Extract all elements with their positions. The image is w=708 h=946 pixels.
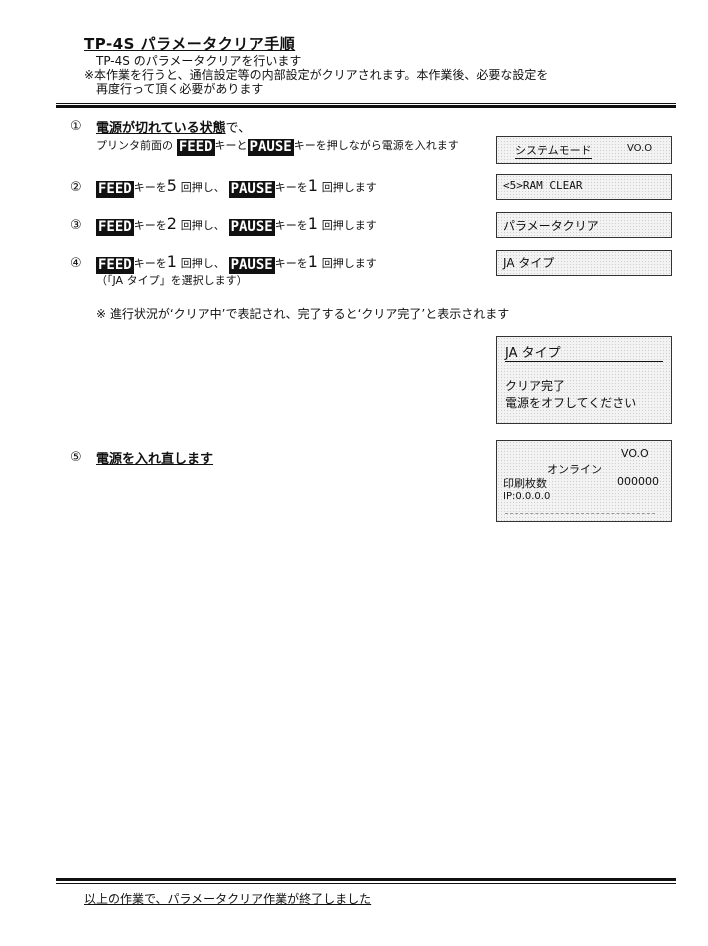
online-lcd-dashed-line: [505, 513, 655, 514]
online-lcd-version: VO.O: [621, 447, 649, 460]
step-1-lcd: システムモード VO.O: [496, 136, 672, 164]
step-3-lcd-text: パラメータクリア: [503, 219, 599, 233]
step-1-heading-row: 電源が切れている状態で、: [96, 117, 251, 136]
intro-line-3: 再度行って頂く必要があります: [96, 82, 264, 96]
completion-lcd-title: JA タイプ: [505, 342, 663, 362]
step-2-lcd: <5>RAM CLEAR: [496, 174, 672, 200]
step-5-number: ⑤: [70, 450, 82, 465]
footer-divider-thin: [56, 883, 676, 884]
step-2-number: ②: [70, 180, 82, 195]
step-3-lcd: パラメータクリア: [496, 212, 672, 238]
step-3-feed-count: 2: [166, 214, 177, 233]
online-lcd-count-value: 000000: [617, 475, 659, 488]
header-divider-thick: [56, 105, 676, 108]
completion-lcd-line2: 電源をオフしてください: [505, 396, 637, 410]
step-2-feed-count: 5: [166, 176, 177, 195]
step-3-number: ③: [70, 218, 82, 233]
step-1-heading: 電源が切れている状態: [96, 121, 226, 136]
pause-key-badge: PAUSE: [228, 181, 275, 198]
footer-text: 以上の作業で、パラメータクリア作業が終了しました: [84, 892, 372, 906]
feed-key-badge: FEED: [96, 219, 134, 236]
online-lcd-status: オンライン: [547, 463, 602, 476]
online-lcd-count-label: 印刷枚数: [503, 477, 547, 490]
header-divider-thin: [56, 103, 676, 104]
step-2-pause-count: 1: [307, 176, 318, 195]
step-1-detail-prefix: プリンタ前面の: [96, 139, 173, 152]
step-4-feed-count: 1: [166, 252, 177, 271]
step-3-t1: キーを: [133, 219, 167, 232]
step-4-pause-count: 1: [307, 252, 318, 271]
step-4-t1: キーを: [133, 257, 167, 270]
step-1-lcd-version: VO.O: [627, 143, 653, 154]
step-4-number: ④: [70, 256, 82, 271]
online-lcd: VO.O オンライン 印刷枚数 000000 IP:0.0.0.0: [496, 440, 672, 522]
footer-divider-thick: [56, 878, 676, 881]
step-2-t1: キーを: [133, 181, 167, 194]
step-4-lcd-text: JA タイプ: [503, 256, 555, 270]
completion-lcd: JA タイプ クリア完了 電源をオフしてください: [496, 336, 672, 424]
step-3-t2: 回押し、: [180, 219, 225, 232]
pause-key-badge: PAUSE: [228, 219, 275, 236]
feed-key-badge: FEED: [176, 139, 215, 156]
step-2-lcd-text: <5>RAM CLEAR: [503, 179, 583, 192]
step-2-t4: 回押します: [321, 181, 377, 194]
step-5-text: 電源を入れ直します: [96, 452, 214, 467]
step-4-t3: キーを: [274, 257, 308, 270]
step-4-subtext: （「JA タイプ」を選択します）: [96, 274, 248, 287]
step-4-t2: 回押し、: [180, 257, 225, 270]
feed-key-badge: FEED: [96, 257, 134, 274]
step-1-heading-suffix: で、: [225, 121, 252, 136]
step-3-pause-count: 1: [307, 214, 318, 233]
step-1-lcd-text: システムモード: [515, 144, 592, 159]
progress-note: ※ 進行状況が‘クリア中’で表記され、完了すると‘クリア完了’と表示されます: [96, 307, 510, 321]
intro-line-1: TP-4S のパラメータクリアを行います: [96, 54, 302, 68]
pause-key-badge: PAUSE: [228, 257, 275, 274]
step-2-t3: キーを: [274, 181, 308, 194]
step-3-t4: 回押します: [321, 219, 377, 232]
step-1-number: ①: [70, 119, 82, 134]
pause-key-badge: PAUSE: [247, 139, 294, 156]
feed-key-badge: FEED: [96, 181, 134, 198]
intro-line-2: ※本作業を行うと、通信設定等の内部設定がクリアされます。本作業後、必要な設定を: [84, 68, 549, 82]
page-title: TP-4S パラメータクリア手順: [84, 35, 296, 53]
step-2-t2: 回押し、: [180, 181, 225, 194]
step-3-t3: キーを: [274, 219, 308, 232]
online-lcd-ip: IP:0.0.0.0: [503, 491, 551, 502]
step-1-detail-suffix: キーを押しながら電源を入れます: [293, 139, 459, 152]
step-4-t4: 回押します: [321, 257, 377, 270]
step-1-mid: キーと: [214, 139, 248, 152]
completion-lcd-line1: クリア完了: [505, 379, 566, 393]
step-4-lcd: JA タイプ: [496, 250, 672, 276]
